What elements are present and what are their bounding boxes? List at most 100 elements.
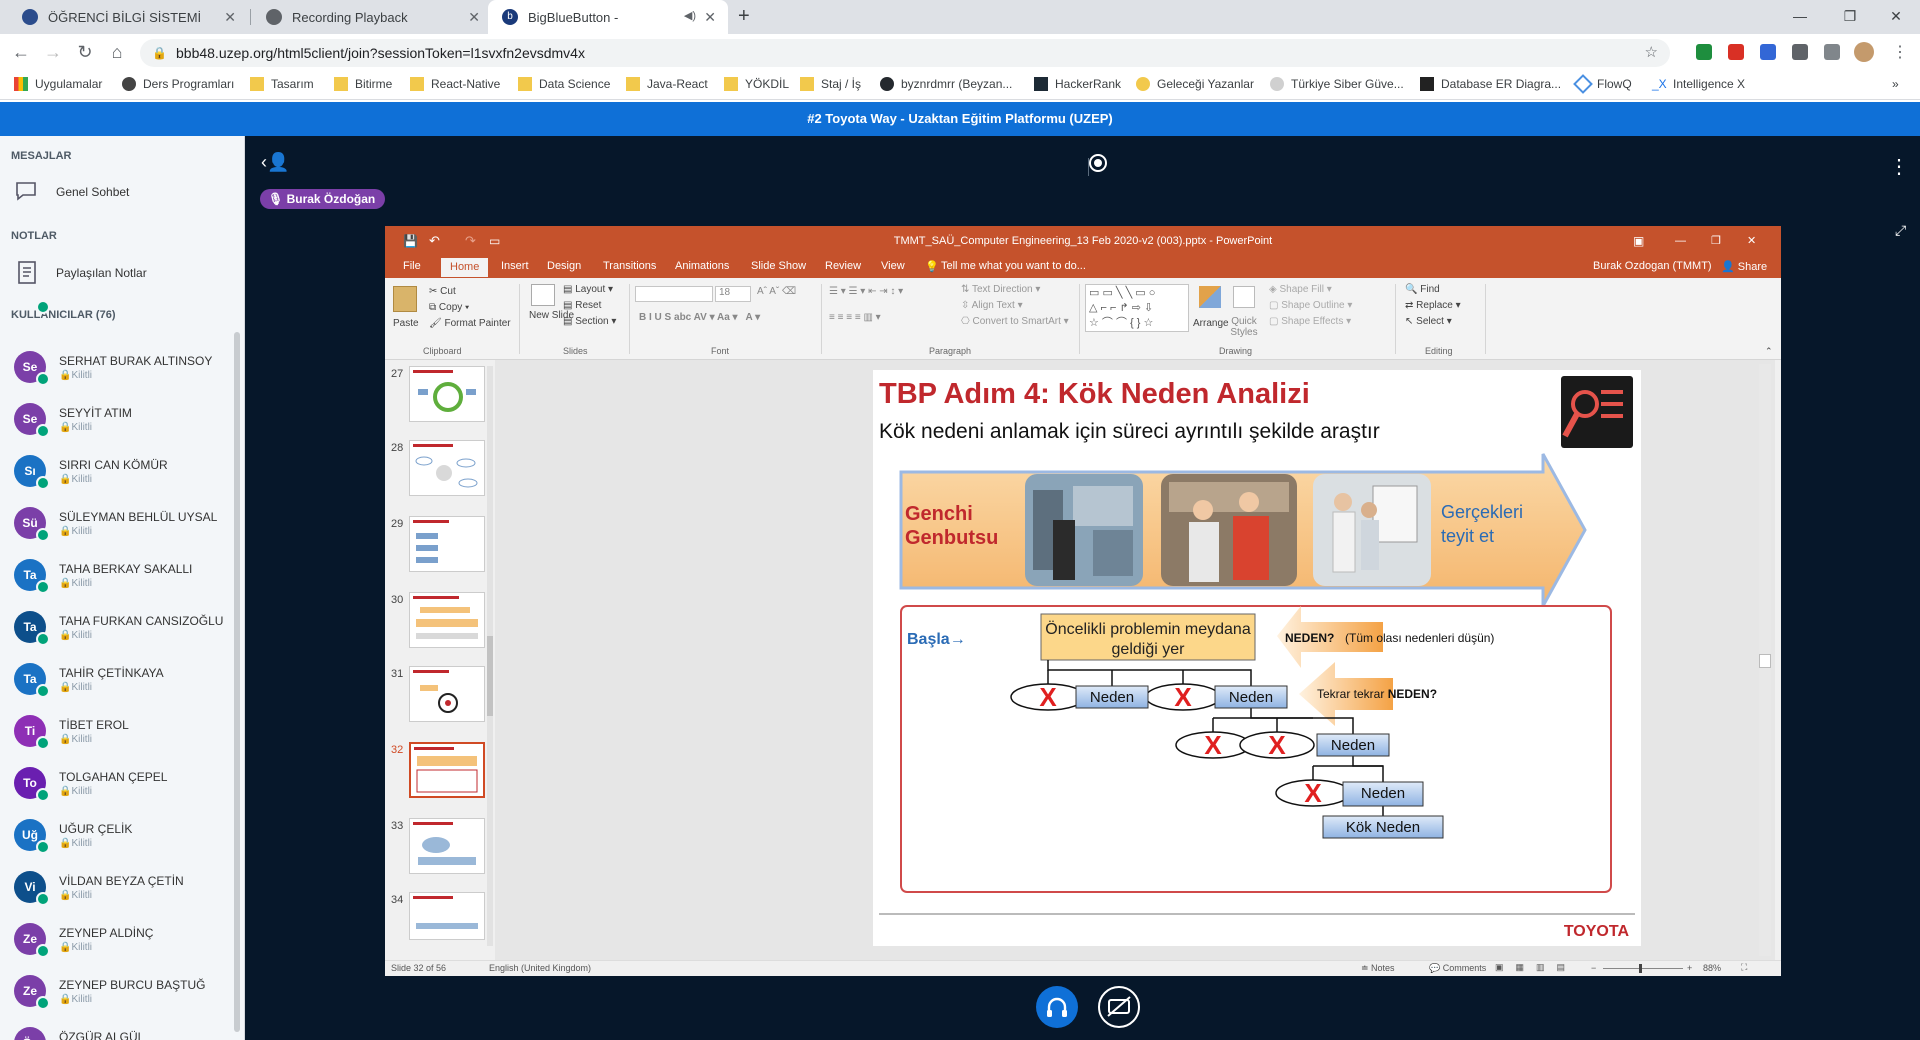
- forward-icon[interactable]: →: [44, 42, 62, 62]
- shape-effects-button[interactable]: ▢ Shape Effects ▾: [1269, 316, 1352, 327]
- minimize-button[interactable]: —: [1793, 8, 1807, 24]
- layout-button[interactable]: ▤ Layout ▾: [563, 284, 614, 295]
- thumbnail-scrollbar[interactable]: [487, 366, 493, 946]
- slide-scrollbar[interactable]: [1759, 364, 1771, 956]
- shield-extension-icon[interactable]: [1696, 44, 1712, 60]
- new-slide-icon[interactable]: [531, 284, 555, 306]
- format-painter-button[interactable]: 🖌 Format Painter: [429, 318, 511, 329]
- reload-icon[interactable]: ↻: [77, 42, 93, 62]
- font-name-input[interactable]: [635, 286, 713, 302]
- slide-thumbnail-29[interactable]: [409, 516, 485, 572]
- menu-file[interactable]: File: [403, 260, 421, 272]
- convert-smartart-button[interactable]: ⎔ Convert to SmartArt ▾: [961, 316, 1069, 327]
- list-icons[interactable]: ☰ ▾ ☰ ▾ ⇤ ⇥ ↕ ▾: [829, 286, 904, 297]
- close-window-button[interactable]: ✕: [1890, 8, 1902, 24]
- tab-ogrenci[interactable]: ÖĞRENCİ BİLGİ SİSTEMİ ✕: [8, 0, 248, 34]
- ppt-close-button[interactable]: ✕: [1747, 235, 1757, 247]
- paste-button[interactable]: Paste: [393, 318, 419, 329]
- close-icon[interactable]: ✕: [468, 9, 480, 25]
- record-icon[interactable]: [1089, 154, 1107, 172]
- undo-icon[interactable]: ↶: [429, 233, 440, 248]
- slideshow-icon[interactable]: ▭: [489, 234, 501, 248]
- cut-button[interactable]: ✂ Cut: [429, 286, 456, 297]
- bookmark-folder[interactable]: Staj / İş: [800, 77, 861, 91]
- tab-recording[interactable]: Recording Playback ✕: [252, 0, 492, 34]
- speaker-icon[interactable]: ◀): [683, 10, 696, 22]
- font-size-input[interactable]: 18: [715, 286, 751, 302]
- align-icons[interactable]: ≡ ≡ ≡ ≡ ▥ ▾: [829, 312, 881, 323]
- redo-icon[interactable]: ↷: [465, 233, 476, 248]
- menu-design[interactable]: Design: [547, 260, 582, 272]
- slide-thumbnail-27[interactable]: [409, 366, 485, 422]
- zoom-slider[interactable]: [1603, 968, 1683, 969]
- menu-slide-show[interactable]: Slide Show: [751, 260, 807, 272]
- menu-view[interactable]: View: [881, 260, 905, 272]
- quick-styles-icon[interactable]: [1233, 286, 1255, 308]
- arrange-icon[interactable]: [1199, 286, 1221, 308]
- collapse-ribbon-icon[interactable]: ⌃: [1765, 346, 1773, 356]
- slide-thumbnail-28[interactable]: [409, 440, 485, 496]
- paste-icon[interactable]: [393, 286, 417, 312]
- bookmark-folder[interactable]: Bitirme: [334, 77, 392, 91]
- ribbon-display-icon[interactable]: ▣: [1633, 234, 1645, 248]
- bookmarks-overflow[interactable]: »: [1892, 77, 1899, 91]
- slide-thumbnail-31[interactable]: [409, 666, 485, 722]
- slide-thumbnail-32-selected[interactable]: [409, 742, 485, 798]
- extension-icon[interactable]: [1760, 44, 1776, 60]
- tab-bigbluebutton[interactable]: b BigBlueButton - ◀) ✕: [488, 0, 728, 34]
- bookmark-folder[interactable]: Tasarım: [250, 77, 314, 91]
- shapes-gallery[interactable]: ▭ ▭ ╲ ╲ ▭ ○△ ⌐ ⌐ ↱ ⇨ ⇩☆ ⌒ ⌒ { } ☆: [1085, 284, 1189, 332]
- section-button[interactable]: ▤ Section ▾: [563, 316, 617, 327]
- replace-button[interactable]: ⇄ Replace ▾: [1405, 300, 1461, 311]
- new-slide-button[interactable]: New Slide: [529, 310, 575, 321]
- tell-me-input[interactable]: Tell me what you want to do...: [941, 260, 1086, 272]
- bookmark-item[interactable]: HackerRank: [1034, 77, 1121, 91]
- menu-animations[interactable]: Animations: [675, 260, 730, 272]
- arrange-button[interactable]: Arrange: [1193, 318, 1229, 329]
- options-menu-icon[interactable]: ⋮: [1889, 156, 1909, 178]
- menu-transitions[interactable]: Transitions: [603, 260, 657, 272]
- url-input[interactable]: 🔒 bbb48.uzep.org/html5client/join?sessio…: [140, 39, 1670, 67]
- audio-button[interactable]: [1036, 986, 1078, 1028]
- profile-avatar[interactable]: [1854, 42, 1874, 62]
- puzzle-icon[interactable]: [1792, 44, 1808, 60]
- bookmark-folder[interactable]: Java-React: [626, 77, 708, 91]
- bookmark-item[interactable]: FlowQ: [1573, 74, 1632, 94]
- comments-button[interactable]: 💬 Comments: [1429, 963, 1487, 973]
- font-style-icons[interactable]: B I U S abc AV ▾ Aa ▾ A ▾: [639, 312, 761, 323]
- bookmark-apps[interactable]: Uygulamalar: [14, 77, 102, 91]
- quick-styles-button[interactable]: Quick Styles: [1230, 316, 1258, 338]
- save-icon[interactable]: 💾: [403, 234, 418, 248]
- view-buttons[interactable]: ▣▦▥▤: [1495, 962, 1578, 972]
- bookmark-folder[interactable]: React-Native: [410, 77, 500, 91]
- youtube-extension-icon[interactable]: [1728, 44, 1744, 60]
- zoom-in-icon[interactable]: +: [1687, 963, 1693, 973]
- bookmark-folder[interactable]: YÖKDİL: [724, 77, 789, 91]
- sidebar-scrollbar[interactable]: [234, 332, 240, 1032]
- slide-thumbnail-34[interactable]: [409, 892, 485, 940]
- bookmark-item[interactable]: Türkiye Siber Güve...: [1270, 77, 1404, 91]
- menu-insert[interactable]: Insert: [501, 260, 529, 272]
- close-icon[interactable]: ✕: [224, 9, 236, 25]
- user-toggle-icon[interactable]: ‹👤: [261, 152, 290, 172]
- slide-thumbnail-33[interactable]: [409, 818, 485, 874]
- shared-notes-item[interactable]: Paylaşılan Notlar: [14, 260, 147, 286]
- notes-button[interactable]: ≐ Notes: [1361, 963, 1395, 973]
- restore-button[interactable]: ❐: [1843, 8, 1857, 24]
- new-tab-button[interactable]: +: [738, 5, 750, 27]
- bookmark-item[interactable]: Ders Programları: [122, 77, 234, 91]
- back-icon[interactable]: ←: [12, 42, 30, 62]
- media-icon[interactable]: [1824, 44, 1840, 60]
